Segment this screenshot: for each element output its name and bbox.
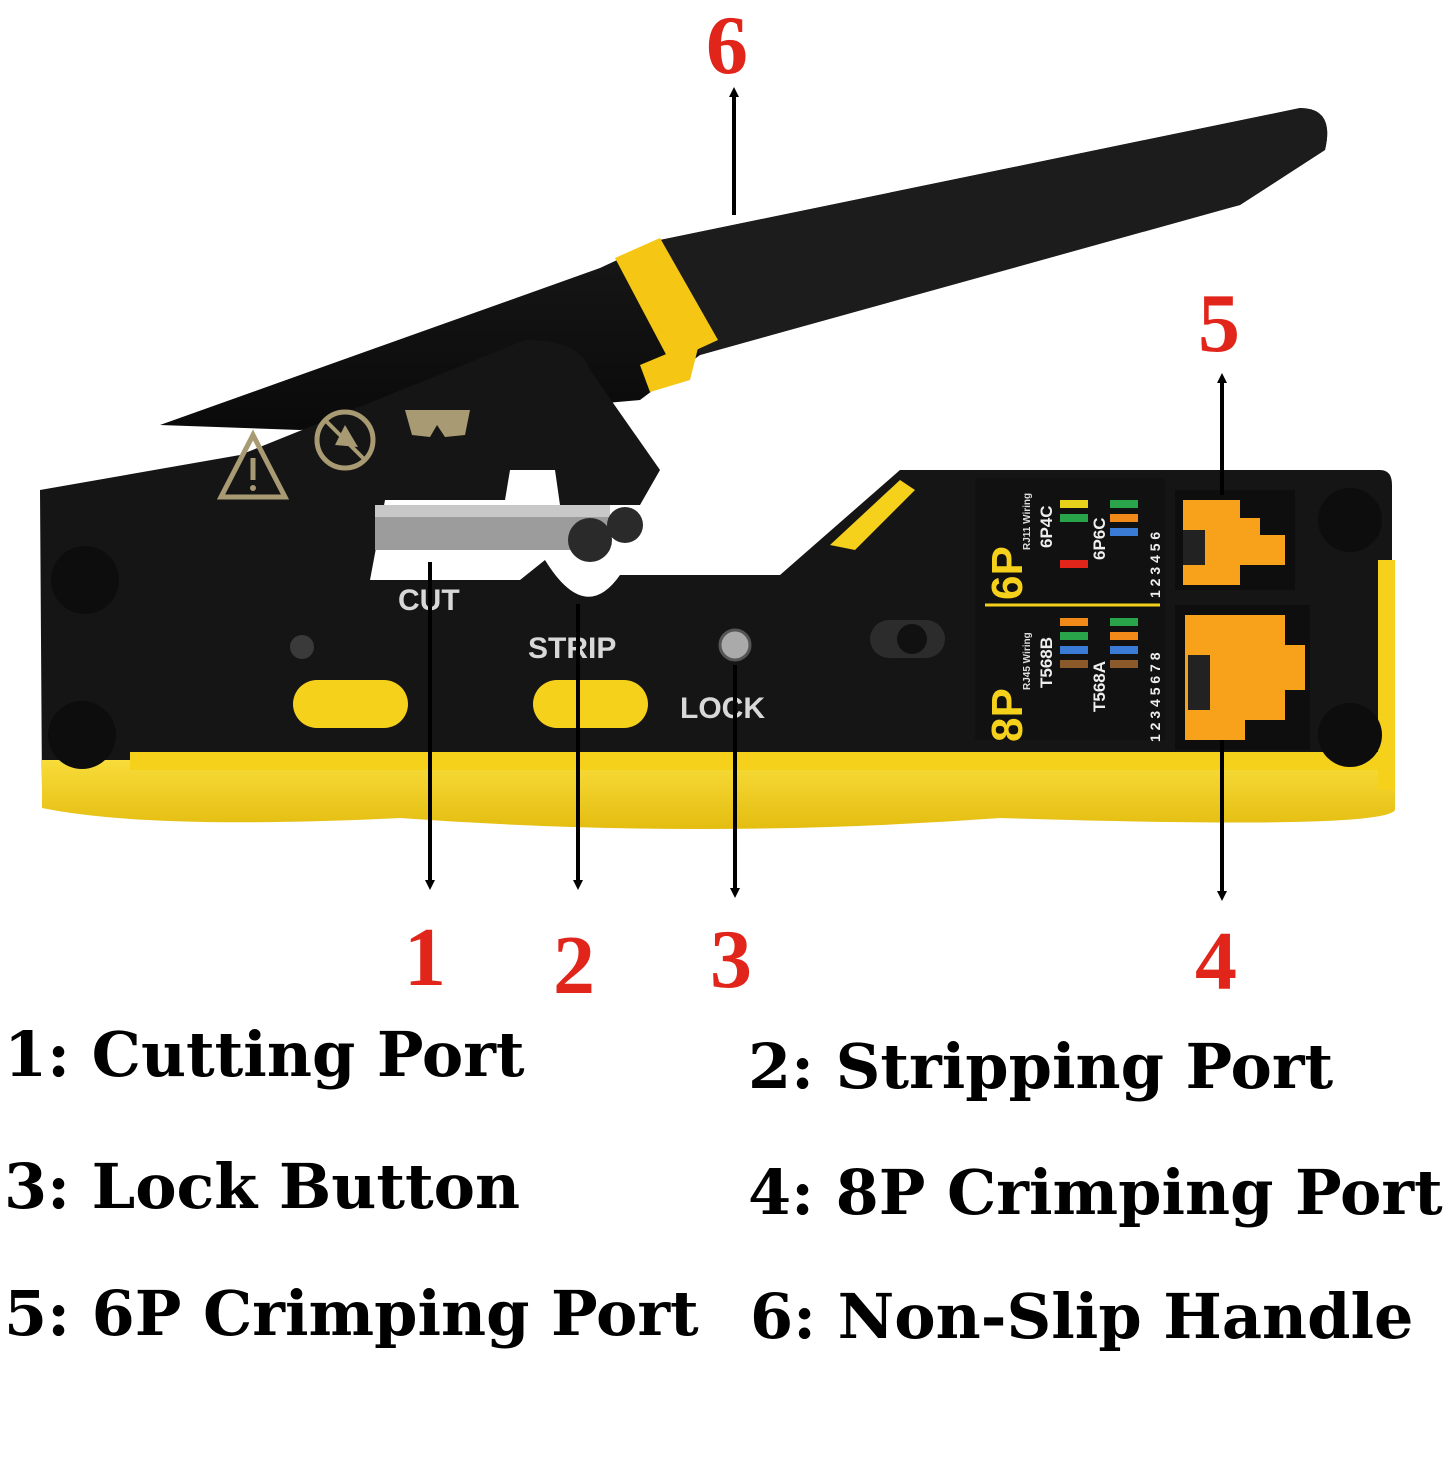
lock-label: LOCK [680, 692, 765, 725]
cutting-port [375, 505, 643, 562]
callout-number-1: 1 [404, 911, 446, 1004]
callout-number-5: 5 [1198, 277, 1240, 370]
grip-pad-right [533, 680, 648, 728]
panel-8p-sub: RJ45 Wiring [1022, 632, 1033, 690]
panel-t568b: T568B [1037, 637, 1056, 688]
panel-8p: 8P [983, 688, 1032, 742]
lock-button[interactable] [718, 628, 752, 662]
legend-item-5: 5: 6P Crimping Port [4, 1277, 699, 1350]
callout-number-4: 4 [1195, 915, 1237, 1008]
panel-pins6: 1 2 3 4 5 6 [1147, 532, 1163, 598]
warning-triangle-icon [216, 429, 290, 500]
wiring-panel: 8P RJ45 Wiring 6P RJ11 Wiring T568B T568… [975, 478, 1165, 742]
legend-item-4: 4: 8P Crimping Port [748, 1156, 1443, 1229]
legend-item-6: 6: Non-Slip Handle [750, 1280, 1414, 1353]
callout-arrows [425, 87, 1227, 901]
panel-pins8: 1 2 3 4 5 6 7 8 [1147, 652, 1163, 742]
panel-6p-sub: RJ11 Wiring [1022, 493, 1033, 550]
panel-t568a: T568A [1090, 661, 1109, 712]
panel-6p: 6P [983, 546, 1032, 600]
8p-crimping-port [1175, 605, 1310, 750]
hand-safety-icon [314, 409, 376, 471]
legend-item-3: 3: Lock Button [4, 1150, 521, 1223]
legend-item-2: 2: Stripping Port [748, 1030, 1334, 1103]
panel-6p4c: 6P4C [1037, 505, 1056, 548]
6p-crimping-port [1175, 490, 1295, 590]
callout-number-6: 6 [706, 0, 748, 92]
strip-label: STRIP [528, 632, 616, 665]
legend-item-1: 1: Cutting Port [4, 1018, 525, 1091]
wire-color-stripes [1060, 500, 1138, 668]
panel-6p6c: 6P6C [1090, 517, 1109, 560]
grip-pad-left [293, 680, 408, 728]
screws [48, 488, 1382, 769]
callout-number-3: 3 [710, 913, 752, 1006]
non-slip-handle [160, 108, 1328, 430]
safety-goggles-icon [405, 410, 470, 437]
callout-number-2: 2 [553, 919, 595, 1012]
